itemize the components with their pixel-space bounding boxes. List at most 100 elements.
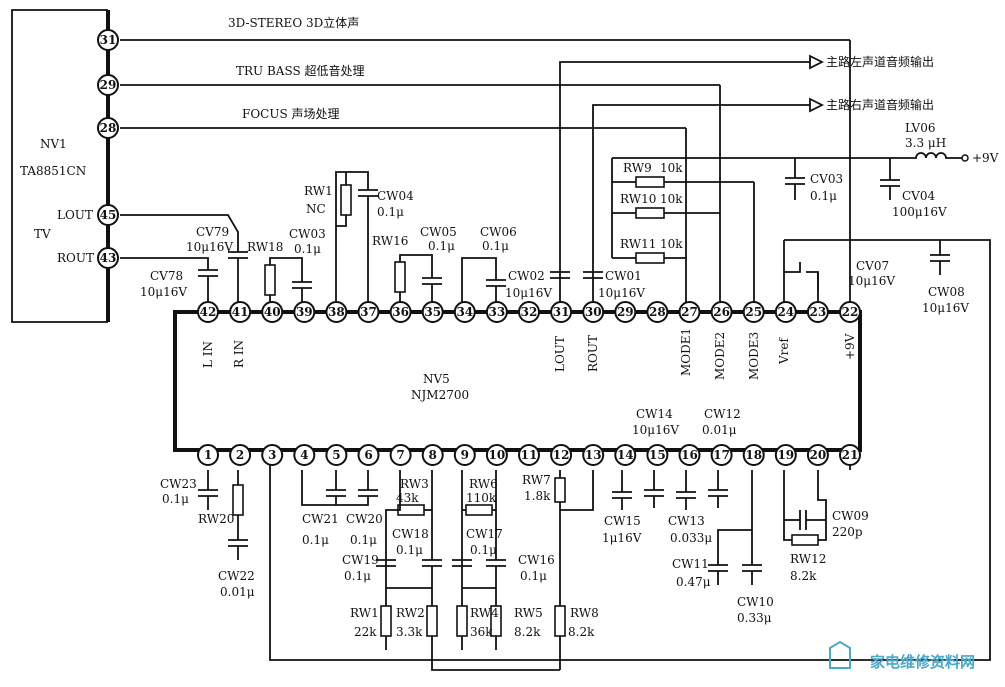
svg-text:40: 40 <box>264 305 281 319</box>
component-label: CV78 <box>150 269 183 283</box>
nv5-pin-13: 13 <box>582 444 605 466</box>
component-label: CW15 <box>604 514 641 528</box>
component-label: RW7 <box>522 473 551 487</box>
component-label: 8.2k <box>790 569 817 583</box>
svg-text:8: 8 <box>429 448 437 462</box>
nv5-pin-14: 14 <box>614 444 637 466</box>
component-label: LV06 <box>905 121 935 135</box>
nv5-pin-42: 42 <box>197 301 219 323</box>
svg-text:42: 42 <box>200 305 217 319</box>
component-label: 0.01μ <box>702 423 737 437</box>
svg-text:17: 17 <box>713 448 730 462</box>
nv5-pin-41: 41 <box>229 301 252 323</box>
component-label: 0.1μ <box>810 189 837 203</box>
nv5-pin-27: 27 <box>678 301 701 323</box>
component-label: 10μ16V <box>632 423 679 437</box>
pin-name-mode3: MODE3 <box>747 332 761 380</box>
component-label: RW3 <box>400 477 429 491</box>
svg-text:41: 41 <box>232 305 249 319</box>
nv5-pin-1: 1 <box>197 444 219 466</box>
signal-tru-bass: TRU BASS 超低音处理 <box>236 63 365 78</box>
svg-text:34: 34 <box>456 305 473 319</box>
svg-text:6: 6 <box>364 448 372 462</box>
nv5-pin-17: 17 <box>710 444 733 466</box>
component-label: RW9 <box>623 161 652 175</box>
nv5-pin-30: 30 <box>582 301 605 323</box>
component-label: CW03 <box>289 227 326 241</box>
component-label: NC <box>306 202 326 216</box>
svg-text:25: 25 <box>745 305 762 319</box>
svg-text:23: 23 <box>810 305 827 319</box>
component-label: 0.1μ <box>162 492 189 506</box>
component-label: 0.1μ <box>344 569 371 583</box>
nv5-pin-28: 28 <box>646 301 669 323</box>
nv1-pin-31: 31 <box>97 29 119 51</box>
svg-text:14: 14 <box>617 448 634 462</box>
nv5-pin-15: 15 <box>646 444 669 466</box>
component-label: 10μ16V <box>186 240 233 254</box>
svg-text:29: 29 <box>617 305 634 319</box>
pin-name-mode2: MODE2 <box>713 332 727 380</box>
component-label: 10μ16V <box>848 274 895 288</box>
nv5-pin-7: 7 <box>389 444 412 466</box>
signal-3d-stereo: 3D-STEREO 3D立体声 <box>228 15 359 30</box>
nv1-lout-label: LOUT <box>57 208 93 222</box>
component-label: 0.1μ <box>396 543 423 557</box>
component-label: 110k <box>466 491 497 505</box>
nv5-pin-32: 32 <box>518 301 540 323</box>
svg-text:1: 1 <box>204 448 212 462</box>
pin-name-mode1: MODE1 <box>679 328 693 376</box>
component-label: RW20 <box>198 512 234 526</box>
component-label: CV03 <box>810 172 843 186</box>
component-label: CV79 <box>196 225 229 239</box>
component-label: 0.1μ <box>302 533 329 547</box>
nv5-pin-22: 22 <box>839 301 861 323</box>
svg-text:27: 27 <box>681 305 698 319</box>
component-label: CW08 <box>928 285 965 299</box>
nv5-pin-38: 38 <box>325 301 348 323</box>
component-label: RW1 <box>350 606 379 620</box>
component-label: 1μ16V <box>602 531 642 545</box>
component-label: 3.3 μH <box>905 136 946 150</box>
svg-text:10: 10 <box>489 448 506 462</box>
component-label: 10μ16V <box>505 286 552 300</box>
component-label: CW23 <box>160 477 197 491</box>
svg-text:37: 37 <box>360 305 377 319</box>
nv5-pin-26: 26 <box>710 301 733 323</box>
nv5-pin-9: 9 <box>453 444 476 466</box>
svg-text:5: 5 <box>332 448 340 462</box>
component-label: CW11 <box>672 557 709 571</box>
svg-text:43: 43 <box>100 251 117 265</box>
supply-wiring <box>269 152 991 661</box>
svg-text:28: 28 <box>100 121 117 135</box>
component-label: RW5 <box>514 606 543 620</box>
component-label: 1.8k <box>524 489 551 503</box>
component-label: 10k <box>660 192 683 206</box>
component-label: CV04 <box>902 189 935 203</box>
svg-text:28: 28 <box>649 305 666 319</box>
component-label: 0.1μ <box>470 543 497 557</box>
pin-name-lin: L IN <box>201 341 215 368</box>
nv5-pin-10: 10 <box>485 444 508 466</box>
component-label: 0.1μ <box>520 569 547 583</box>
svg-text:39: 39 <box>296 305 313 319</box>
component-label: 0.01μ <box>220 585 255 599</box>
component-label: CW20 <box>346 512 383 526</box>
nv5-pin-8: 8 <box>421 444 444 466</box>
nv5-pin-36: 36 <box>389 301 412 323</box>
component-label: RW16 <box>372 234 408 248</box>
component-label: 0.1μ <box>377 205 404 219</box>
component-label: CW09 <box>832 509 869 523</box>
component-label: 0.1μ <box>428 239 455 253</box>
nv5-name: NV5 <box>423 372 450 386</box>
svg-text:29: 29 <box>100 78 117 92</box>
component-label: RW1 <box>304 184 333 198</box>
bottom-components <box>198 450 851 671</box>
signal-focus: FOCUS 声场处理 <box>242 107 340 121</box>
svg-text:9: 9 <box>461 448 469 462</box>
svg-text:4: 4 <box>300 448 308 462</box>
component-label: 36k <box>470 625 493 639</box>
nv5-pin-4: 4 <box>293 444 316 466</box>
nv5-pin-12: 12 <box>550 444 573 466</box>
